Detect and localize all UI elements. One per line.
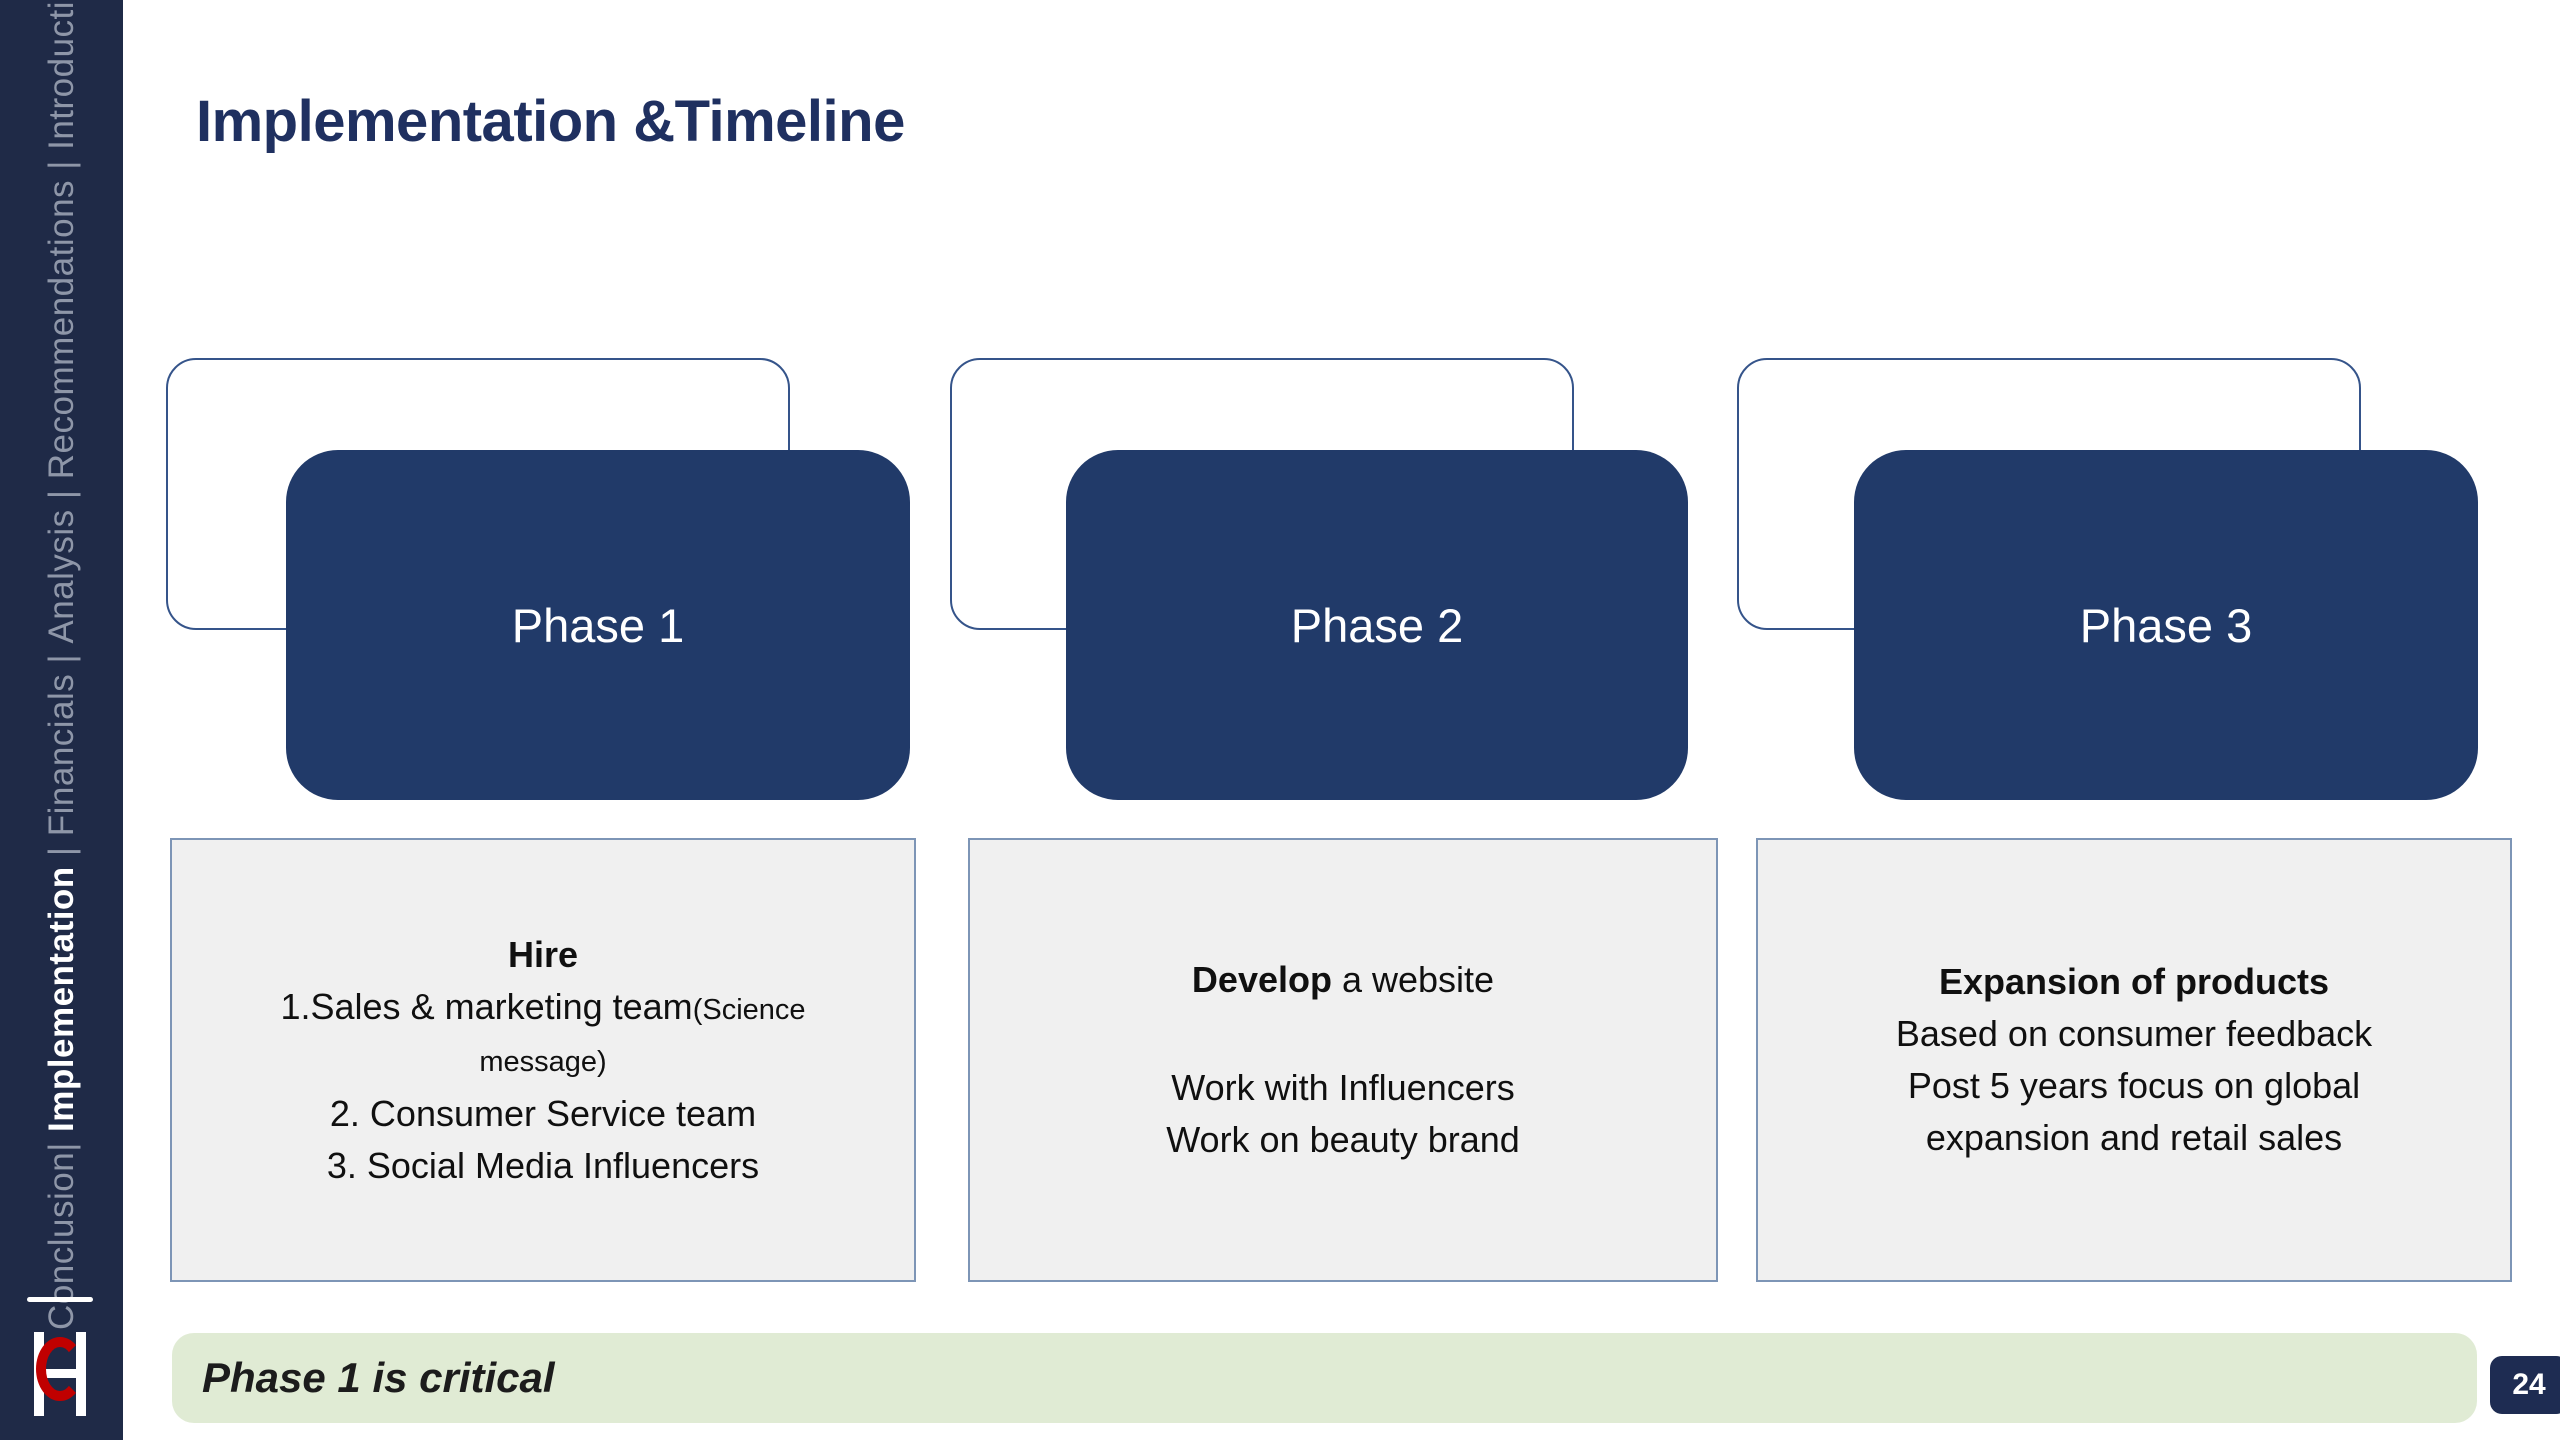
sidebar-item-introduction[interactable]: Introduction: [41, 0, 81, 150]
phase-2-card: Phase 2: [1066, 450, 1688, 800]
sidebar-item-recommendations[interactable]: Recommendations: [41, 179, 81, 479]
phase-2-label: Phase 2: [1290, 598, 1464, 652]
phase-1-item-1: 1.Sales & marketing team(Science: [280, 985, 806, 1027]
phase-2-heading: Develop a website: [1191, 959, 1495, 1000]
phase-3-details-box: Expansion of products Based on consumer …: [1756, 838, 2512, 1282]
phase-2-details-box: Develop a website Work with Influencers …: [968, 838, 1718, 1282]
phase-1-card: Phase 1: [286, 450, 910, 800]
sidebar-divider: [27, 1297, 93, 1302]
hc-monogram-logo-icon: [30, 1328, 88, 1420]
phase-3-label: Phase 3: [2079, 598, 2253, 652]
phase-1-heading: Hire: [507, 933, 579, 975]
phase-1-item-3: 3. Social Media Influencers: [326, 1144, 760, 1186]
spacer: [970, 1006, 1716, 1062]
nav-separator: |: [41, 149, 81, 180]
phase-1-label: Phase 1: [511, 598, 685, 652]
nav-separator: |: [41, 643, 81, 674]
page-title: Implementation &Timeline: [196, 89, 905, 154]
phase-1-details-box: Hire 1.Sales & marketing team(Science me…: [170, 838, 916, 1282]
phase-2-line-1: Work with Influencers: [1171, 1067, 1515, 1108]
vertical-nav-text: Conclusion| Implementation | Financials …: [42, 0, 82, 1329]
nav-separator: |: [41, 478, 81, 509]
sidebar-item-conclusion[interactable]: Conclusion: [41, 1151, 81, 1330]
phase-3-heading: Expansion of products: [1938, 961, 2330, 1002]
phase-3-line-3: expansion and retail sales: [1925, 1117, 2343, 1158]
section-nav-sidebar: Conclusion| Implementation | Financials …: [0, 0, 123, 1440]
phase-1-item-1-note: message): [479, 1045, 607, 1078]
phase-3-line-2: Post 5 years focus on global: [1907, 1065, 2361, 1106]
phase-3-line-1: Based on consumer feedback: [1895, 1013, 2373, 1054]
sidebar-item-implementation[interactable]: Implementation: [41, 865, 81, 1132]
nav-separator: |: [41, 835, 81, 866]
logo-red-c: [36, 1337, 84, 1401]
sidebar-item-analysis[interactable]: Analysis: [41, 508, 81, 644]
vertical-nav: Conclusion| Implementation | Financials …: [0, 0, 123, 1329]
footer-note: Phase 1 is critical: [202, 1354, 555, 1401]
footer-highlight-bar: Phase 1 is critical: [172, 1333, 2477, 1423]
phase-2-line-2: Work on beauty brand: [1166, 1119, 1520, 1160]
nav-separator: |: [41, 1131, 81, 1152]
phase-3-card: Phase 3: [1854, 450, 2478, 800]
sidebar-item-financials[interactable]: Financials: [41, 673, 81, 836]
page-number: 24: [2512, 1368, 2546, 1401]
phase-1-item-2: 2. Consumer Service team: [329, 1092, 757, 1134]
page-number-badge: 24: [2490, 1356, 2560, 1414]
